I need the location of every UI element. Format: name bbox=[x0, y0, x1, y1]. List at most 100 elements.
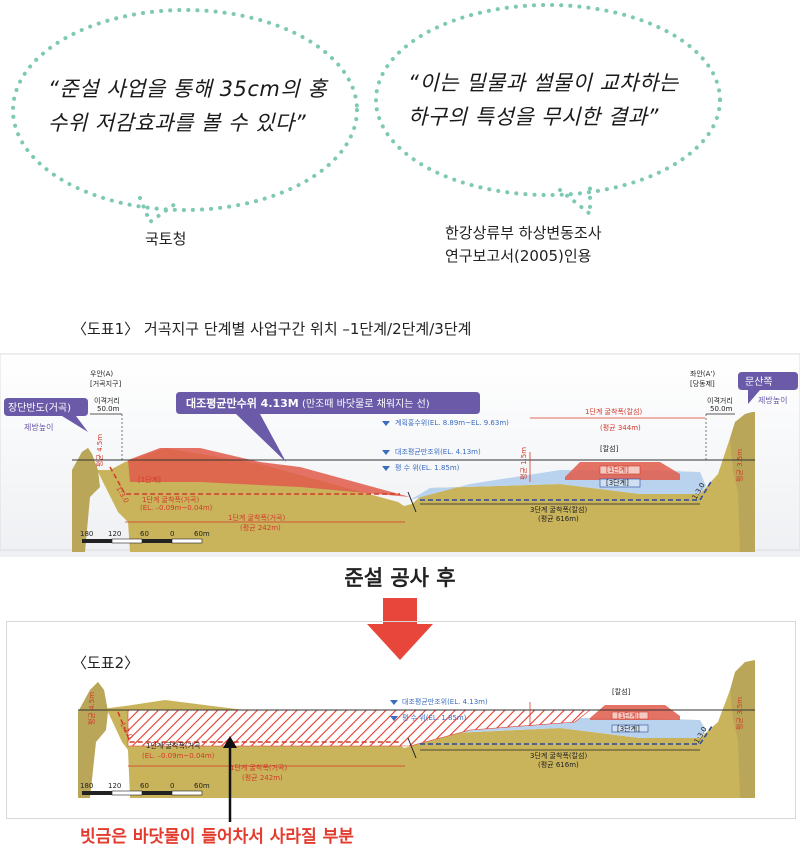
figure1-line-high-tide: 대조평균만조위(EL. 4.13m) bbox=[395, 447, 481, 456]
figure1-stage1-box bbox=[599, 465, 641, 475]
figure1-label-stage3-bottom: 3단계 굴착폭(칼섬) bbox=[530, 505, 587, 514]
figure2-scale-tick-2: 60 bbox=[140, 782, 149, 790]
figure2-marker-normal bbox=[390, 716, 398, 721]
figure1-callout-center-text: 대조평균만수위 4.13M (만조때 바닷물로 채워지는 선) bbox=[186, 396, 430, 410]
figure2-label-stage3-bottom-avg: (평균 616m) bbox=[538, 760, 579, 769]
figure2-label-stage3-bottom: 3단계 굴착폭(칼섬) bbox=[530, 751, 587, 760]
figure1-offset-left-val: 50.0m bbox=[97, 405, 120, 413]
bubble-right-tail bbox=[558, 186, 592, 219]
figure2-excavation-right bbox=[420, 725, 713, 745]
figure1-label-h-left: 평균 4.5m bbox=[95, 434, 104, 467]
figure1-excavation-left bbox=[109, 466, 400, 495]
speech-bubbles bbox=[11, 3, 722, 226]
figure1-scale-tick-3: 0 bbox=[170, 530, 174, 538]
figure1-label-stage1-top: 1단계 굴착폭(칼섬) bbox=[585, 407, 642, 416]
figure2-water bbox=[410, 718, 706, 744]
figure2-stage1-box bbox=[611, 711, 649, 720]
bubble-right-quote-line2: 하구의 특성을 무시한 결과” bbox=[408, 105, 659, 129]
bubble-left-tail bbox=[138, 196, 177, 226]
figure2-excavation-left bbox=[117, 711, 400, 743]
figure1-label-h-mid: 평균 1.5m bbox=[519, 447, 528, 480]
figure1-label-stage1-bottom-avg: (평균 242m) bbox=[240, 523, 281, 532]
bubble-right-source-line1: 한강상류부 하상변동조사 bbox=[445, 224, 602, 242]
figure1-label-stage1-bottom: 1단계 굴착폭(거곡) bbox=[228, 513, 285, 522]
figure1-stage3-box bbox=[599, 478, 641, 488]
figure1-line-normal: 평 수 위(EL. 1.85m) bbox=[395, 463, 460, 472]
pointer-arrow-icon bbox=[223, 736, 237, 822]
figure1-scale-tick-2: 60 bbox=[140, 530, 149, 538]
figure2-marker-high-tide bbox=[390, 700, 398, 705]
figure2-caption: 〈도표2〉 bbox=[72, 654, 140, 672]
figure1-callout-left-sub: 제방높이 bbox=[24, 422, 53, 432]
figure1-callout-right-sub: 제방높이 bbox=[758, 395, 787, 405]
figure1-marker-design-flood bbox=[382, 421, 390, 426]
figure1-line-design-flood: 계획홍수위(EL. 8.89m~EL. 9.63m) bbox=[395, 418, 509, 427]
figure1-callout-left: 장단반도(거곡) 제방높이 bbox=[4, 398, 88, 432]
figure1-scale-tick-4: 60m bbox=[194, 530, 210, 538]
figure1-scale-tick-1: 120 bbox=[108, 530, 121, 538]
figure2-label-kalseom: [칼섬] bbox=[612, 687, 631, 696]
figure2-label-stage1-box: [1단계] bbox=[617, 711, 640, 720]
after-label: 준설 공사 후 bbox=[344, 566, 456, 590]
bubble-left-quote-line2: 수위 저감효과를 볼 수 있다” bbox=[48, 111, 307, 135]
figure1-callout-right-title: 문산쪽 bbox=[745, 376, 773, 388]
figure2-label-stage3-box: [3단계] bbox=[617, 724, 640, 733]
figure2-label-stage1-bottom: 1단계 굴착폭(거곡) bbox=[230, 763, 287, 772]
figure2-label-h-right: 평균 3.5m bbox=[735, 697, 744, 730]
figure2-label-stage1-left-exc: 1단계 굴착폭(거곡 bbox=[146, 741, 201, 750]
figure2-break-mark bbox=[407, 737, 417, 759]
figure1-callout-center-bold: 대조평균만수위 4.13M bbox=[186, 396, 299, 410]
figure2-right-cliff bbox=[730, 660, 755, 798]
figure1-callout-left-title: 장단반도(거곡) bbox=[8, 402, 71, 414]
figure2-scale-tick-1: 120 bbox=[108, 782, 121, 790]
figure2-label-stage1-bottom-avg: (평균 242m) bbox=[242, 773, 283, 782]
figure1-scale-tick-0: 180 bbox=[80, 530, 93, 538]
figure1-right-bank: 좌안(A') bbox=[690, 369, 715, 378]
bubble-right-outline bbox=[374, 3, 722, 197]
figure1-left-bank: 우안(A) bbox=[90, 369, 113, 378]
figure2-diagram: 대조평균만조위(EL. 4.13m) 평 수 위(EL. 1.85m) [칼섬]… bbox=[78, 660, 755, 798]
figure1-offset-left: 이격거리 bbox=[94, 396, 120, 405]
bubble-left-quote: “준설 사업을 통해 35cm의 홍 수위 저감효과를 볼 수 있다” bbox=[48, 72, 328, 140]
figure1-label-stage1-left-box: [1단계] bbox=[138, 475, 161, 484]
figure1-label-el-left: (EL. –0.09m~0.04m) bbox=[140, 504, 213, 512]
figure2-label-el-left: (EL. –0.09m~0.04m) bbox=[142, 752, 215, 760]
bubble-right-quote: “이는 밀물과 썰물이 교차하는 하구의 특성을 무시한 결과” bbox=[408, 66, 708, 134]
bubble-right-source-line2: 연구보고서(2005)인용 bbox=[445, 247, 592, 265]
figure1-diagram: 계획홍수위(EL. 8.89m~EL. 9.63m) 대조평균만조위(EL. 4… bbox=[0, 352, 800, 557]
figure2-scale-tick-3: 0 bbox=[170, 782, 174, 790]
figure1-label-stage3-bottom-avg: (평균 616m) bbox=[538, 514, 579, 523]
figure2-left-cliff bbox=[78, 682, 108, 798]
figure1-left-bank-sub: [거곡지구] bbox=[90, 379, 121, 388]
figure1-offset-right: 이격거리 bbox=[707, 396, 733, 405]
bubble-left-quote-line1: “준설 사업을 통해 35cm의 홍 bbox=[48, 77, 328, 101]
figure1-label-h-right: 평균 3.5m bbox=[735, 449, 744, 482]
note-text: 빗금은 바닷물이 들어차서 사라질 부분 bbox=[80, 827, 354, 847]
figure1-caption: 〈도표1〉 거곡지구 단계별 사업구간 위치 –1단계/2단계/3단계 bbox=[72, 320, 472, 338]
figure1-offset-right-val: 50.0m bbox=[710, 405, 733, 413]
figure2-frame bbox=[6, 621, 796, 819]
bubble-right-source: 한강상류부 하상변동조사 연구보고서(2005)인용 bbox=[445, 222, 602, 268]
figure1-callout-center: 대조평균만수위 4.13M (만조때 바닷물로 채워지는 선) bbox=[176, 392, 480, 462]
figure1-label-stage1-left-exc: 1단계 굴착폭(거곡) bbox=[142, 495, 199, 504]
figure1-left-cliff bbox=[72, 448, 100, 552]
figure1-callout-center-rest: (만조때 바닷물로 채워지는 선) bbox=[299, 397, 430, 410]
bubble-right-quote-line1: “이는 밀물과 썰물이 교차하는 bbox=[408, 71, 679, 95]
figure2-label-h-left: 평균 4.5m bbox=[87, 692, 96, 725]
figure1-marker-high-tide bbox=[382, 450, 390, 455]
figure1-callout-right: 문산쪽 제방높이 bbox=[738, 372, 798, 405]
figure1-right-bank-sub: [당동제] bbox=[690, 379, 715, 388]
figure2-scale-bar: 180 120 60 0 60m bbox=[80, 782, 210, 796]
figure2-stage3-box bbox=[611, 724, 649, 733]
figure1-marker-normal bbox=[382, 466, 390, 471]
figure2-line-normal: 평 수 위(EL. 1.85m) bbox=[402, 713, 467, 722]
figure1-label-stage1-top-avg: (평균 344m) bbox=[600, 423, 641, 432]
figure1-excavation-right bbox=[420, 479, 713, 501]
figure2-scale-tick-4: 60m bbox=[194, 782, 210, 790]
figure1-scale-bar: 180 120 60 0 60m bbox=[80, 530, 210, 544]
bubble-left-source: 국토청 bbox=[145, 230, 187, 248]
figure1-right-cliff bbox=[730, 412, 755, 552]
bubble-left-outline bbox=[11, 8, 359, 212]
figure2-scale-tick-0: 180 bbox=[80, 782, 93, 790]
figure1-label-stage3-box: [3단계] bbox=[606, 478, 629, 487]
